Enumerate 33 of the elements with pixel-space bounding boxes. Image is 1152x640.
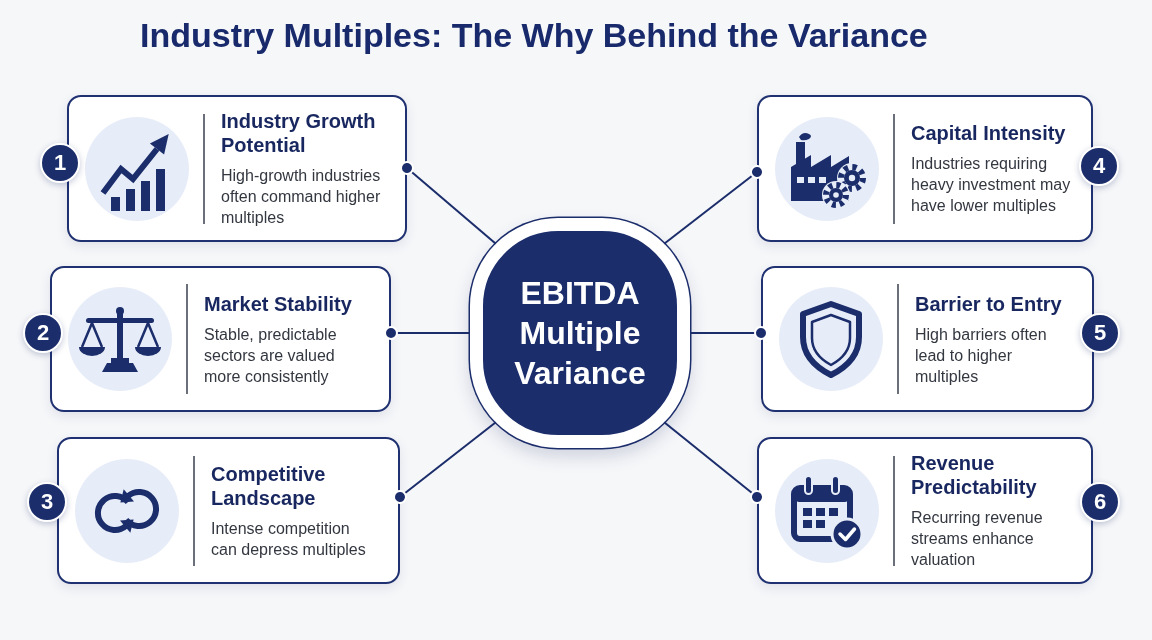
connector-line bbox=[393, 421, 497, 504]
card-heading: Market Stability bbox=[204, 291, 353, 316]
factor-card bbox=[50, 266, 391, 412]
step-number: 6 bbox=[1093, 490, 1107, 514]
card-description: High-growth industries often command higher multiples bbox=[221, 166, 382, 228]
factor-card bbox=[67, 95, 407, 242]
card-heading: Barrier to Entry bbox=[915, 291, 1063, 316]
card-heading: Capital Intensity bbox=[911, 121, 1067, 145]
card-heading: Competitive Landscape bbox=[211, 461, 327, 510]
factor-card bbox=[757, 95, 1093, 242]
connector-line bbox=[663, 421, 764, 504]
card-description: High barriers often lead to higher multiples bbox=[915, 324, 1048, 387]
step-number: 1 bbox=[53, 151, 67, 175]
connector-line bbox=[663, 165, 764, 245]
step-number: 2 bbox=[36, 321, 50, 345]
step-number: 5 bbox=[1093, 321, 1107, 345]
card-description: Intense competition can depress multiples bbox=[211, 518, 367, 560]
card-description: Recurring revenue streams enhance valuation bbox=[911, 508, 1044, 570]
hub-label: EBITDA Multiple Variance bbox=[513, 274, 647, 393]
step-number: 4 bbox=[1092, 154, 1106, 178]
card-description: Stable, predictable sectors are valued more consistently bbox=[204, 324, 338, 387]
step-number: 3 bbox=[40, 490, 54, 514]
connector-line bbox=[384, 326, 471, 340]
factor-card bbox=[761, 266, 1094, 412]
hub-shape bbox=[470, 218, 690, 448]
factor-card bbox=[757, 437, 1093, 584]
connector-line bbox=[689, 326, 768, 340]
card-heading: Industry Growth Potential bbox=[221, 109, 377, 157]
diagram-title: Industry Multiples: The Why Behind the Variance bbox=[140, 15, 928, 56]
card-heading: Revenue Predictability bbox=[911, 451, 1038, 499]
connector-line bbox=[400, 161, 497, 245]
factor-card bbox=[57, 437, 400, 584]
card-description: Industries requiring heavy investment may have lower multiples bbox=[911, 154, 1072, 216]
